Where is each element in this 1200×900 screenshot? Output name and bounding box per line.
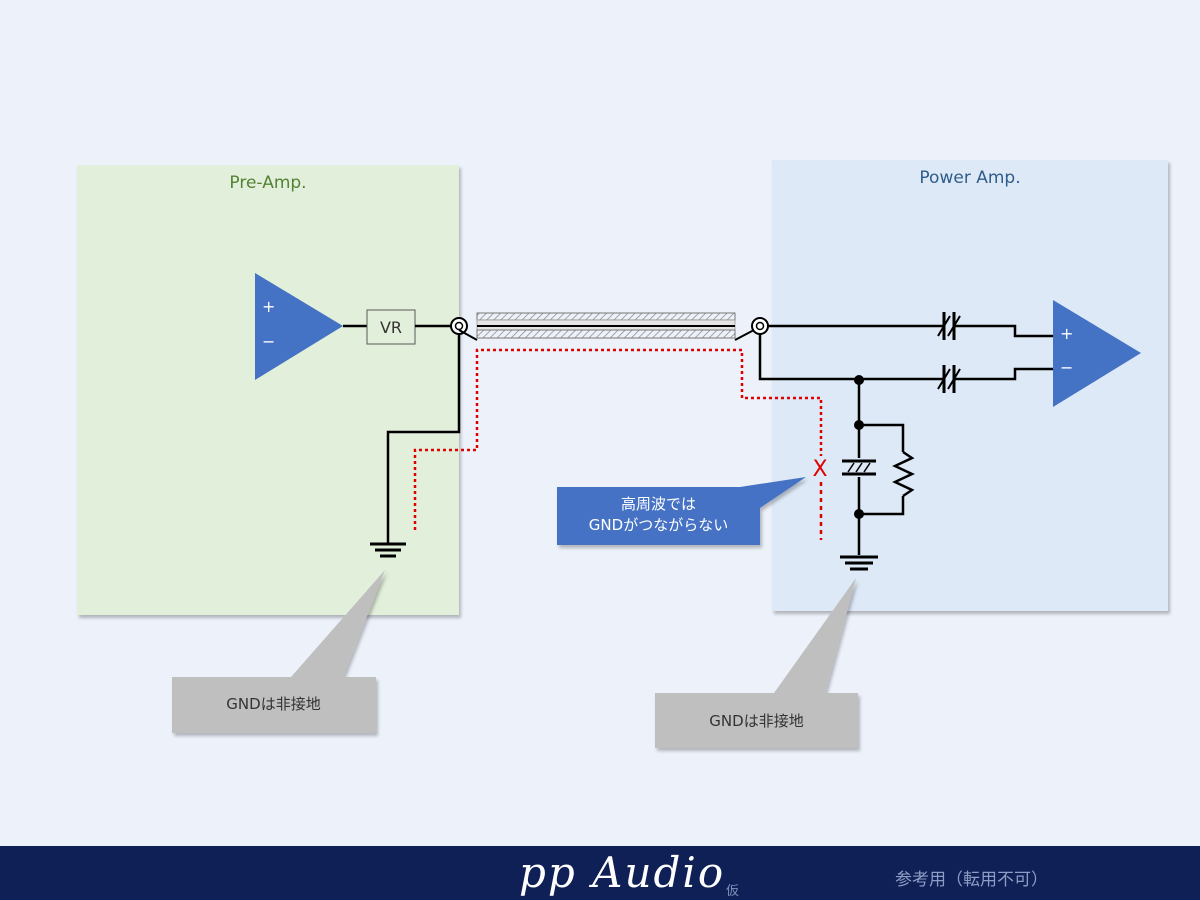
callout-high-frequency: [557, 477, 806, 545]
pre-amp-plus-label: +: [262, 297, 275, 316]
vr-label: VR: [380, 318, 402, 337]
brand-sub: 仮: [726, 884, 740, 899]
pre-amp-minus-label: −: [262, 332, 275, 351]
power-amp-box: [772, 160, 1168, 611]
callout-gnd-right: [655, 578, 858, 748]
callout-gnd-left-text: GNDは非接地: [226, 695, 321, 713]
power-amp-plus-label: +: [1060, 324, 1073, 343]
pre-amp-title: Pre-Amp.: [229, 173, 307, 193]
power-amp-title: Power Amp.: [919, 168, 1021, 188]
wire-to-plus-input: [954, 324, 1053, 338]
shielded-cable: [476, 312, 736, 339]
callout-high-frequency-line1: 高周波では: [620, 495, 696, 513]
power-amp-shield-tap: [734, 329, 755, 341]
power-amp-connector-icon: [751, 317, 769, 335]
footer-bar: [0, 846, 1200, 900]
pre-amp-ground-icon: [370, 542, 406, 558]
ground-current-path: [413, 348, 823, 530]
pre-amp-ground-wire: [386, 334, 461, 543]
callout-gnd-right-text: GNDは非接地: [709, 712, 804, 730]
brand-logo: pp Audio: [519, 848, 726, 897]
rc-ground-network: [842, 375, 915, 555]
pre-amp-connector-icon: [450, 317, 468, 335]
power-amp-opamp: + −: [1053, 300, 1141, 407]
pre-amp-shield-tap: [458, 329, 478, 341]
power-amp-ground-icon: [840, 555, 878, 571]
callout-high-frequency-line2: GNDがつながらない: [588, 516, 729, 534]
pre-amp-opamp: + −: [255, 273, 343, 380]
power-amp-minus-label: −: [1060, 358, 1073, 377]
pre-amp-box: [77, 165, 459, 615]
callout-gnd-left: [172, 570, 385, 733]
break-mark: X: [812, 457, 827, 482]
reference-note: 参考用（転用不可）: [895, 870, 1048, 890]
vr-component: VR: [366, 309, 416, 345]
ground-return-wire: [758, 334, 944, 381]
callout-high-frequency-text: 高周波では GNDがつながらない: [557, 494, 760, 536]
ground-resistor-icon: [892, 450, 915, 498]
wire-to-minus-input: [954, 367, 1053, 381]
